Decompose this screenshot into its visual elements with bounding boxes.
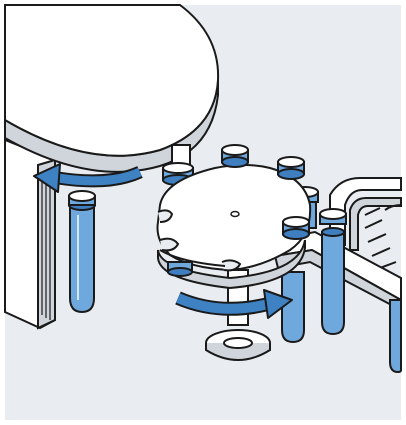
machine-housing [5, 140, 55, 328]
wheel-tube-d [168, 262, 192, 276]
wheel-tube-a [222, 145, 248, 167]
left-sample-tube [69, 191, 95, 312]
wheel-tube-b [278, 157, 304, 179]
wheel-tube-c [283, 217, 309, 239]
upper-turntable [5, 5, 218, 175]
conveyor-tube-3 [390, 300, 401, 372]
conveyor-tube-4 [282, 272, 304, 342]
